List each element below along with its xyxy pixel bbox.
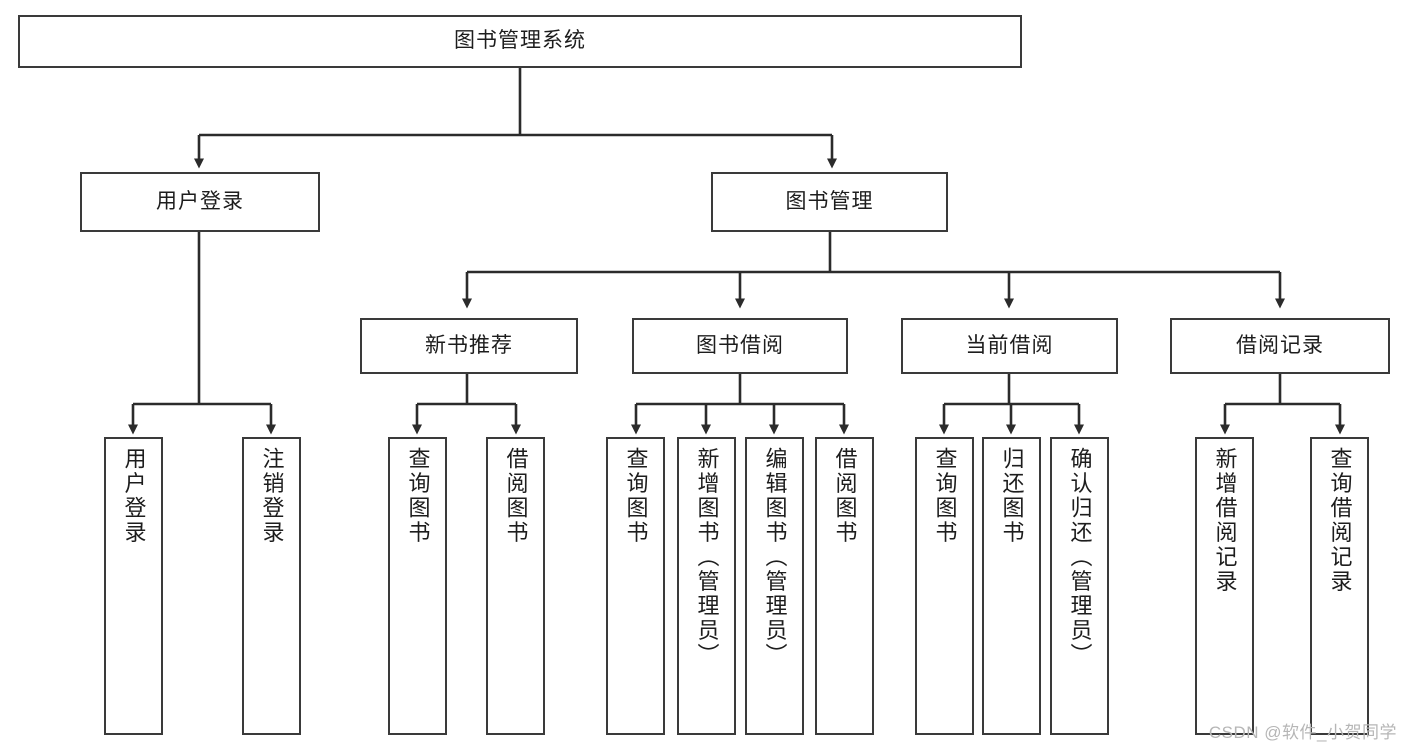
leaf-records-add[interactable]: 新增借阅记录 xyxy=(1195,437,1254,735)
leaf-label: 查询图书 xyxy=(932,447,958,545)
leaf-label: 查询图书 xyxy=(623,447,649,545)
node-book-borrow[interactable]: 图书借阅 xyxy=(632,318,848,374)
leaf-user-login-login[interactable]: 用户登录 xyxy=(104,437,163,735)
node-book-management-label: 图书管理 xyxy=(785,189,874,213)
node-current-borrow-label: 当前借阅 xyxy=(965,333,1054,357)
leaf-label: 确认归还（管理员） xyxy=(1067,447,1093,668)
node-user-login[interactable]: 用户登录 xyxy=(80,172,320,232)
leaf-label: 归还图书 xyxy=(999,447,1025,545)
leaf-label: 新增借阅记录 xyxy=(1212,447,1238,594)
leaf-borrow-edit-book[interactable]: 编辑图书（管理员） xyxy=(745,437,804,735)
leaf-borrow-borrow-book[interactable]: 借阅图书 xyxy=(815,437,874,735)
node-root[interactable]: 图书管理系统 xyxy=(18,15,1022,68)
leaf-label: 编辑图书（管理员） xyxy=(762,447,788,668)
node-root-label: 图书管理系统 xyxy=(454,29,586,53)
leaf-new-book-query[interactable]: 查询图书 xyxy=(388,437,447,735)
leaf-borrow-add-book[interactable]: 新增图书（管理员） xyxy=(677,437,736,735)
node-user-login-label: 用户登录 xyxy=(156,189,244,213)
leaf-label: 查询借阅记录 xyxy=(1327,447,1353,594)
leaf-current-confirm-return[interactable]: 确认归还（管理员） xyxy=(1050,437,1109,735)
leaf-label: 借阅图书 xyxy=(832,447,858,545)
node-new-book-recommend[interactable]: 新书推荐 xyxy=(360,318,578,374)
node-borrow-records-label: 借阅记录 xyxy=(1236,333,1324,357)
node-borrow-records[interactable]: 借阅记录 xyxy=(1170,318,1390,374)
watermark: CSDN @软件_小贺同学 xyxy=(1208,723,1397,742)
leaf-label: 新增图书（管理员） xyxy=(694,447,720,668)
leaf-user-login-logout[interactable]: 注销登录 xyxy=(242,437,301,735)
leaf-label: 注销登录 xyxy=(259,447,285,545)
leaf-label: 查询图书 xyxy=(405,447,431,545)
leaf-current-query-book[interactable]: 查询图书 xyxy=(915,437,974,735)
leaf-records-query[interactable]: 查询借阅记录 xyxy=(1310,437,1369,735)
leaf-borrow-query-book[interactable]: 查询图书 xyxy=(606,437,665,735)
node-current-borrow[interactable]: 当前借阅 xyxy=(901,318,1118,374)
node-book-management[interactable]: 图书管理 xyxy=(711,172,948,232)
leaf-label: 用户登录 xyxy=(121,447,147,545)
leaf-label: 借阅图书 xyxy=(503,447,529,545)
leaf-new-book-borrow[interactable]: 借阅图书 xyxy=(486,437,545,735)
node-book-borrow-label: 图书借阅 xyxy=(696,333,784,357)
node-new-book-recommend-label: 新书推荐 xyxy=(425,333,513,357)
leaf-current-return-book[interactable]: 归还图书 xyxy=(982,437,1041,735)
